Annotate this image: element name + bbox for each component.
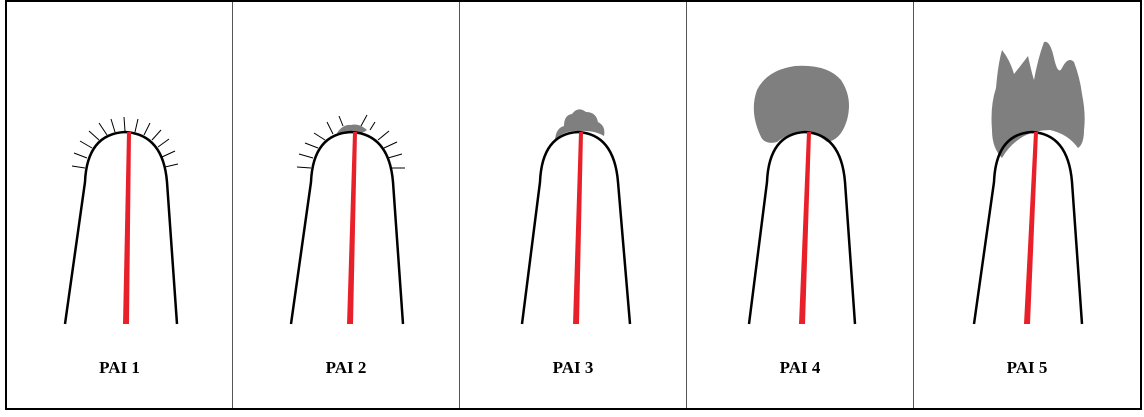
- panel-pai-3: PAI 3: [460, 2, 687, 408]
- root-canal: [799, 132, 811, 324]
- tooth-diagram-5: [972, 41, 1085, 325]
- root-outline: [289, 130, 405, 325]
- panel-label: PAI 4: [779, 358, 821, 377]
- root-canal: [573, 132, 583, 324]
- lesion-area: [555, 109, 605, 140]
- root-canal: [1024, 132, 1038, 324]
- root-canal: [347, 132, 357, 324]
- ligament-lines: [71, 116, 179, 169]
- lesion-area: [991, 41, 1085, 158]
- lesion-area: [753, 65, 849, 143]
- panel-label: PAI 5: [1006, 358, 1048, 377]
- panel-pai-1: PAI 1: [7, 2, 233, 408]
- root-outline: [972, 130, 1084, 325]
- root-outline: [520, 130, 632, 325]
- pai-figure: PAI 1 PAI 2: [5, 0, 1142, 410]
- panel-pai-2: PAI 2: [233, 2, 460, 408]
- ligament-lines: [296, 114, 405, 169]
- panel-label: PAI 3: [552, 358, 594, 377]
- panel-pai-4: PAI 4: [687, 2, 914, 408]
- root-outline: [63, 130, 179, 325]
- panel-pai-5: PAI 5: [914, 2, 1140, 408]
- root-canal: [123, 132, 131, 324]
- tooth-diagram-3: [520, 109, 632, 325]
- tooth-diagram-2: [289, 114, 405, 325]
- tooth-diagram-1: [63, 116, 179, 325]
- root-outline: [747, 130, 857, 325]
- panel-label: PAI 2: [325, 358, 367, 377]
- panel-label: PAI 1: [99, 358, 140, 377]
- tooth-diagram-4: [747, 65, 857, 325]
